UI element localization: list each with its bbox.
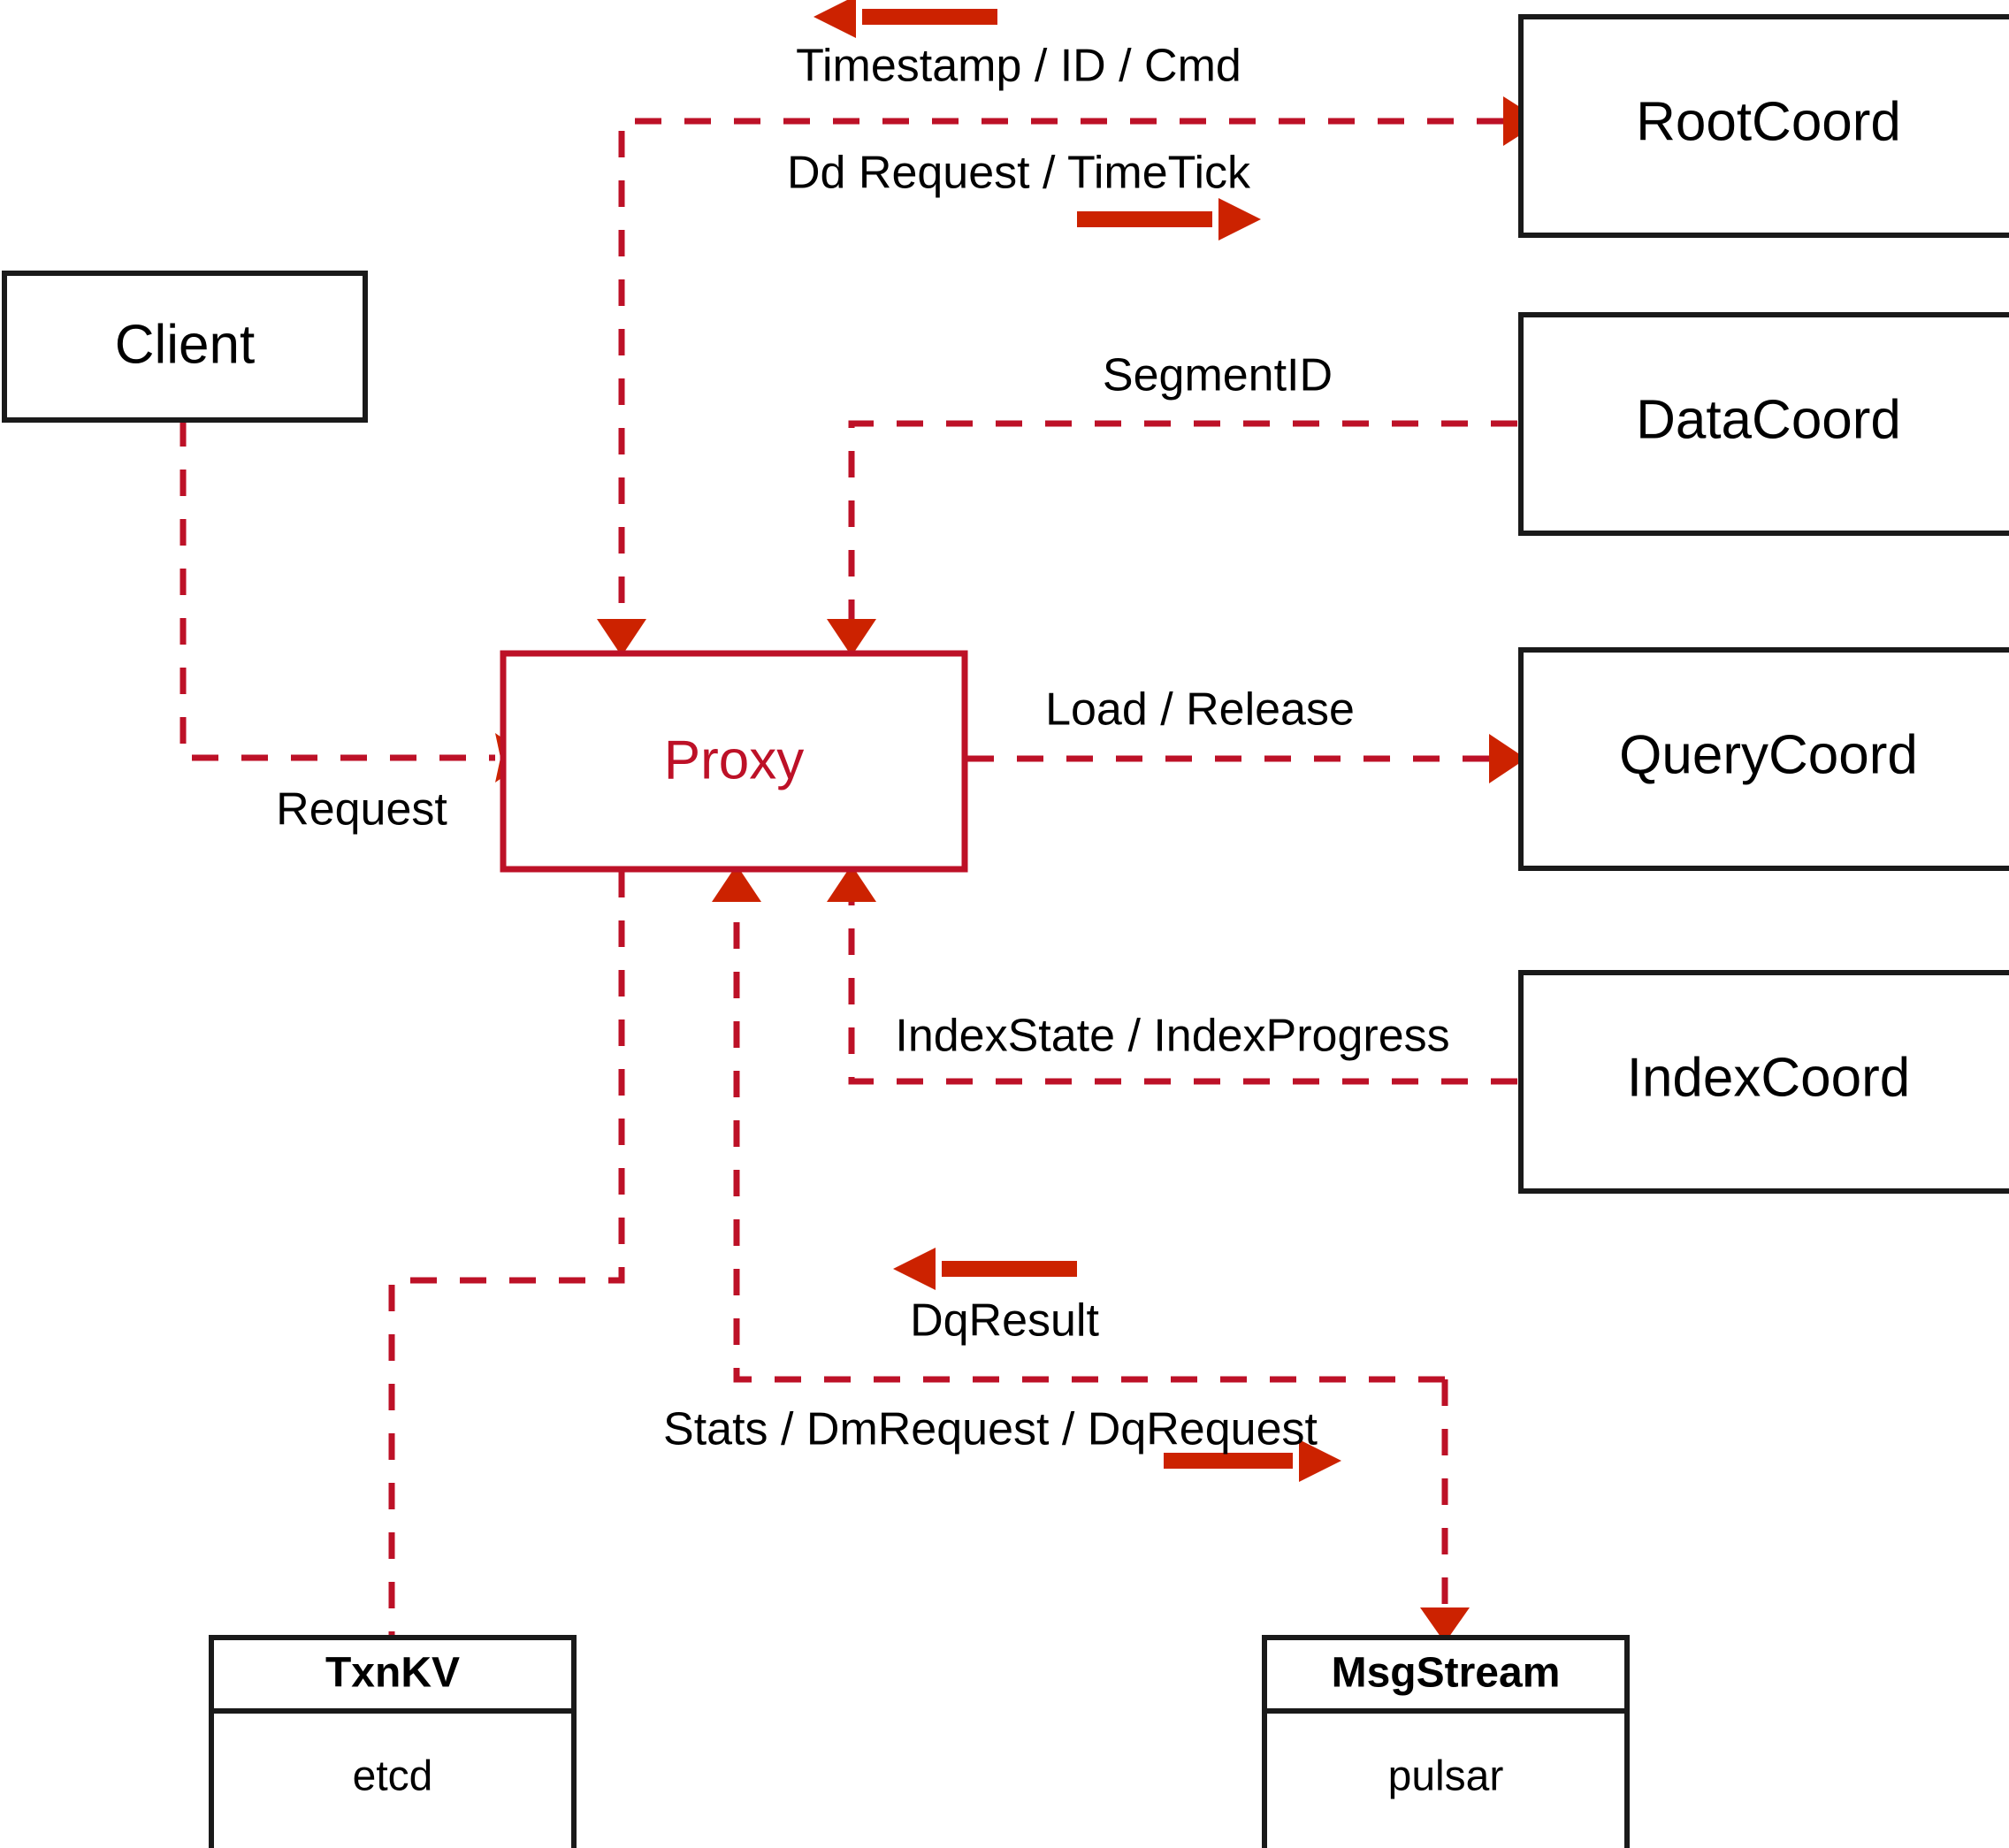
node-txnkv-impl: etcd xyxy=(353,1753,433,1800)
edge-indexcoord-proxy-arrowhead xyxy=(827,865,876,902)
edge-proxy-msgstream xyxy=(1420,1379,1470,1643)
direction-arrow-timestamp-left xyxy=(814,0,997,38)
node-querycoord[interactable]: QueryCoord xyxy=(1518,647,2009,871)
node-client-label: Client xyxy=(115,314,256,375)
edge-label-indexstate-indexprogress: IndexState / IndexProgress xyxy=(895,1011,1449,1062)
direction-arrow-dqresult-left xyxy=(893,1248,1077,1290)
edge-proxy-rootcoord-path xyxy=(618,118,1503,619)
edge-msgstream-proxy xyxy=(712,865,1445,1383)
edge-datacoord-proxy-arrowhead xyxy=(827,619,876,656)
node-client[interactable]: Client xyxy=(2,271,368,423)
direction-arrow-ddrequest-right xyxy=(1077,198,1261,241)
edge-proxy-txnkv-path xyxy=(388,871,625,1636)
node-rootcoord-label: RootCoord xyxy=(1636,91,1901,152)
edge-label-segmentid: SegmentID xyxy=(1103,350,1333,401)
node-txnkv[interactable]: TxnKV etcd xyxy=(209,1635,577,1848)
edge-client-proxy-path xyxy=(180,420,495,761)
edge-proxy-txnkv xyxy=(388,871,625,1636)
edge-indexcoord-proxy-path xyxy=(848,902,1517,1085)
edge-proxy-querycoord xyxy=(967,734,1526,783)
edge-datacoord-proxy-path xyxy=(848,420,1517,619)
edge-label-request: Request xyxy=(276,784,447,836)
edge-label-timestamp-id-cmd: Timestamp / ID / Cmd xyxy=(796,41,1241,92)
edge-msgstream-proxy-path xyxy=(733,902,1445,1383)
edge-msgstream-proxy-arrowhead xyxy=(712,865,761,902)
edge-rootcoord-proxy-arrowhead xyxy=(597,619,646,656)
edge-indexcoord-proxy xyxy=(827,865,1517,1085)
edge-proxy-querycoord-arrowhead xyxy=(1489,734,1526,783)
node-indexcoord[interactable]: IndexCoord xyxy=(1518,970,2009,1194)
node-querycoord-label: QueryCoord xyxy=(1619,724,1918,785)
node-rootcoord[interactable]: RootCoord xyxy=(1518,14,2009,238)
node-proxy-label: Proxy xyxy=(664,729,804,790)
node-indexcoord-label: IndexCoord xyxy=(1627,1047,1911,1108)
edge-client-proxy xyxy=(180,420,531,783)
edge-label-stats-dmrequest-dqrequest: Stats / DmRequest / DqRequest xyxy=(663,1404,1318,1455)
node-proxy[interactable]: Proxy xyxy=(500,650,968,873)
edge-proxy-msgstream-arrowhead xyxy=(1420,1607,1470,1643)
edge-label-dqresult: DqResult xyxy=(910,1295,1099,1347)
node-txnkv-title: TxnKV xyxy=(325,1650,460,1697)
edge-label-load-release: Load / Release xyxy=(1045,684,1355,736)
node-msgstream-title: MsgStream xyxy=(1332,1650,1561,1697)
node-datacoord[interactable]: DataCoord xyxy=(1518,312,2009,536)
node-msgstream[interactable]: MsgStream pulsar xyxy=(1262,1635,1630,1848)
node-msgstream-impl: pulsar xyxy=(1388,1753,1504,1800)
direction-arrow-dqrequest-right xyxy=(1164,1439,1341,1482)
edge-label-dd-request-timetick: Dd Request / TimeTick xyxy=(787,148,1251,199)
node-datacoord-label: DataCoord xyxy=(1636,389,1901,450)
edge-datacoord-proxy xyxy=(827,420,1517,656)
